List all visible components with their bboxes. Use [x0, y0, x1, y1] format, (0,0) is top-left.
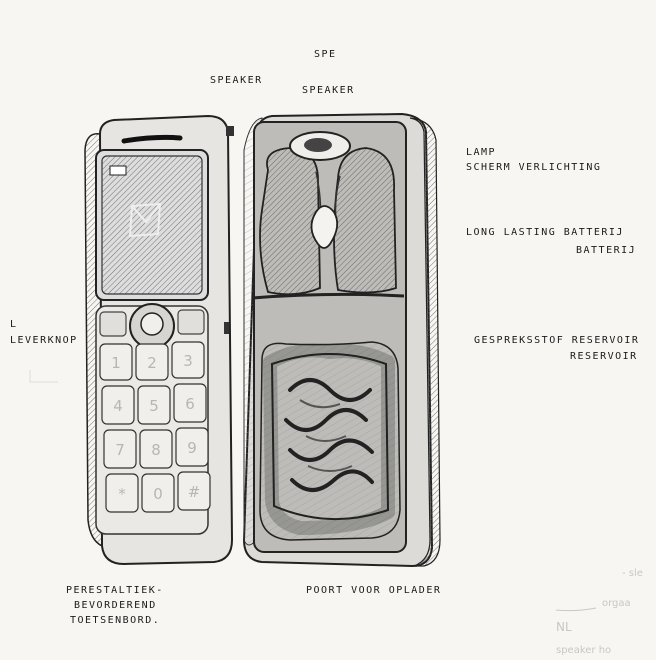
faint-note: orgaa: [602, 598, 631, 609]
lamp-label: Lamp: [466, 147, 497, 158]
speaker-label-right: Speaker: [302, 85, 355, 96]
scherm-verlichting-label: scherm verlichting: [466, 162, 602, 173]
earpiece: [121, 134, 183, 144]
faint-note: speaker ho: [556, 645, 612, 656]
battery-label-2: Batterij: [576, 245, 637, 256]
key-5: [137, 385, 171, 425]
key-digit: 6: [185, 395, 195, 413]
speaker-label-left: Speaker: [210, 75, 263, 86]
screen-display: [101, 155, 203, 295]
key-7: [103, 429, 137, 469]
l-mark: L: [10, 319, 18, 330]
key-digit: 9: [187, 439, 197, 457]
key-3: [171, 341, 205, 379]
key-digit: #: [188, 483, 201, 501]
phone-front: 1 2 3 4 5 6 7 8 9 * 0 #: [84, 114, 234, 566]
soft-key-right: [177, 309, 205, 335]
key-digit: 7: [115, 441, 125, 459]
intestines-reservoir: [259, 341, 401, 541]
key-digit: *: [118, 485, 126, 503]
battery-lungs: [259, 147, 397, 296]
envelope-icon: [128, 202, 162, 238]
select-key: [140, 312, 164, 336]
key-hash: [177, 471, 211, 511]
key-digit: 4: [113, 397, 123, 415]
compartment-divider: [251, 292, 405, 300]
heart: [310, 205, 339, 249]
top-scribble-label: Spe: [314, 49, 337, 60]
key-star: [105, 473, 139, 513]
key-4: [101, 385, 135, 425]
key-digit: 3: [183, 352, 193, 370]
key-2: [135, 343, 169, 381]
key-8: [139, 429, 173, 469]
leverknop-label: Leverknop: [10, 335, 78, 346]
gespreksstof-label: Gespreksstof Reservoir: [474, 335, 640, 346]
key-digit: 8: [151, 441, 161, 459]
keypad: 1 2 3 4 5 6 7 8 9 * 0 #: [99, 341, 211, 513]
poort-label: Poort voor oplader: [306, 585, 442, 596]
faint-note: NL: [556, 620, 572, 634]
key-digit: 2: [147, 354, 157, 372]
key-6: [173, 383, 207, 423]
battery-label: Long Lasting Batterij: [466, 227, 624, 238]
key-0: [141, 473, 175, 513]
side-button: [224, 322, 229, 334]
faint-note: - sle: [622, 568, 643, 579]
peristaltiek-label-3: toetsenbord.: [70, 615, 161, 626]
key-digit: 5: [149, 397, 159, 415]
key-digit: 1: [111, 354, 121, 372]
key-digit: 0: [153, 485, 163, 503]
soft-key-left: [99, 311, 127, 337]
peristaltiek-label-2: bevorderend: [74, 600, 157, 611]
phone-back-open: [226, 112, 441, 568]
key-9: [175, 427, 209, 467]
reservoir-label: Reservoir: [570, 351, 638, 362]
key-1: [99, 343, 133, 381]
battery-indicator-icon: [109, 165, 127, 176]
peristaltiek-label-1: Perestaltiek-: [66, 585, 164, 596]
